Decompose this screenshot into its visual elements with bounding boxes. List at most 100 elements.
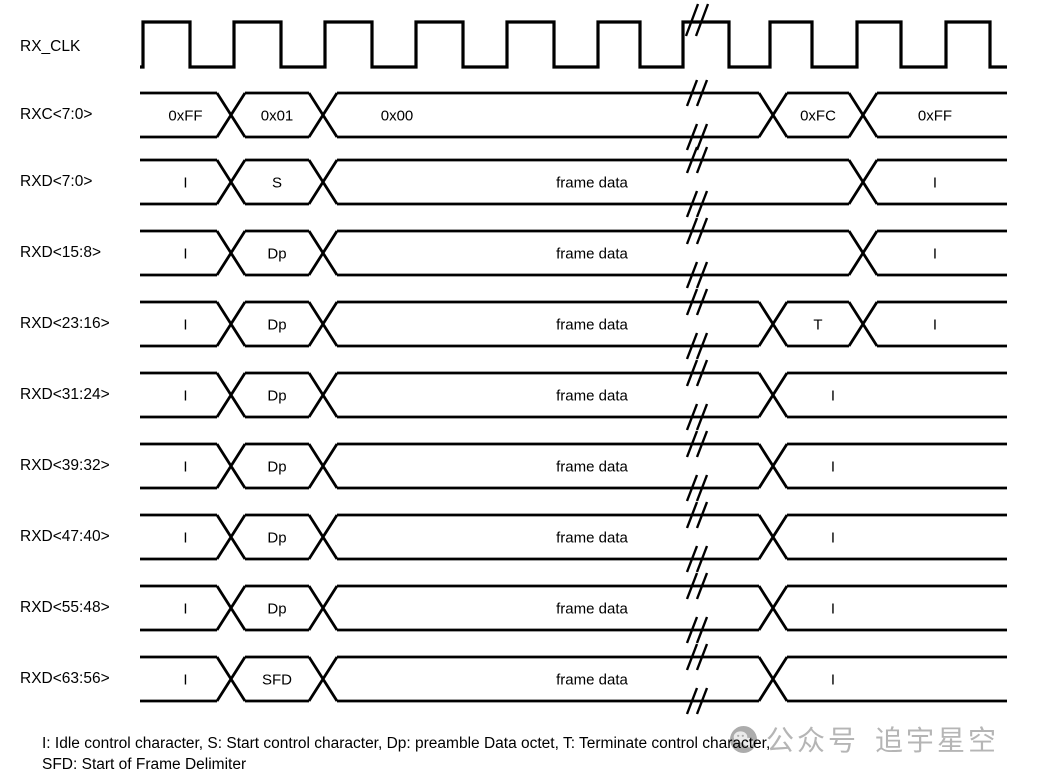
bus-waveform: [140, 584, 1007, 632]
bus-segment-label: Dp: [267, 317, 286, 334]
bus-segment-label: I: [183, 246, 187, 263]
bus-segment-label: I: [183, 175, 187, 192]
signal-label-rxd-63-56-: RXD<63:56>: [20, 670, 110, 687]
break-mark: [694, 3, 710, 37]
bus-segment-label: I: [183, 317, 187, 334]
bus-segment-label: 0xFC: [800, 108, 836, 125]
break-mark: [685, 288, 699, 316]
break-mark: [695, 217, 709, 245]
break-mark: [685, 545, 699, 573]
bus-segment-label: frame data: [556, 459, 628, 476]
break-mark: [685, 79, 699, 107]
break-mark: [685, 403, 699, 431]
break-mark: [685, 217, 699, 245]
break-mark: [685, 146, 699, 174]
bus-segment-label: frame data: [556, 175, 628, 192]
bus-segment-label: SFD: [262, 672, 292, 689]
break-mark: [695, 332, 709, 360]
break-mark: [685, 123, 699, 151]
break-mark: [695, 288, 709, 316]
bus-segment-label: I: [183, 530, 187, 547]
legend-line-1: I: Idle control character, S: Start cont…: [42, 735, 771, 752]
bus-segment-label: 0x00: [381, 108, 414, 125]
break-mark: [684, 3, 700, 37]
break-mark: [695, 572, 709, 600]
break-mark: [685, 501, 699, 529]
bus-segment-label: I: [183, 672, 187, 689]
break-mark: [685, 572, 699, 600]
signal-label-rxc-7-0-: RXC<7:0>: [20, 106, 93, 123]
break-mark: [685, 687, 699, 715]
bus-waveform: [140, 229, 1007, 277]
break-mark: [695, 545, 709, 573]
break-mark: [685, 643, 699, 671]
bus-segment-label: 0x01: [261, 108, 294, 125]
break-mark: [695, 190, 709, 218]
break-mark: [695, 501, 709, 529]
bus-segment-label: 0xFF: [168, 108, 202, 125]
signal-label-rxd-23-16-: RXD<23:16>: [20, 315, 110, 332]
bus-segment-label: 0xFF: [918, 108, 952, 125]
bus-segment-label: I: [831, 388, 835, 405]
bus-segment-label: I: [933, 175, 937, 192]
bus-segment-label: frame data: [556, 246, 628, 263]
bus-segment-label: I: [183, 459, 187, 476]
break-mark: [695, 430, 709, 458]
watermark-label: 公众号: [766, 725, 860, 756]
bus-segment-label: Dp: [267, 459, 286, 476]
bus-segment-label: S: [272, 175, 282, 192]
bus-waveform: [140, 300, 1007, 348]
break-mark: [685, 190, 699, 218]
bus-waveform: [140, 513, 1007, 561]
bus-waveform: [140, 371, 1007, 419]
bus-segment-label: frame data: [556, 530, 628, 547]
bus-segment-label: I: [831, 601, 835, 618]
break-mark: [695, 146, 709, 174]
break-mark: [695, 359, 709, 387]
break-mark: [695, 687, 709, 715]
break-mark: [695, 123, 709, 151]
bus-segment-label: I: [933, 246, 937, 263]
bus-waveform: [140, 442, 1007, 490]
bus-segment-label: Dp: [267, 530, 286, 547]
break-mark: [685, 616, 699, 644]
bus-segment-label: I: [933, 317, 937, 334]
legend-line-2: SFD: Start of Frame Delimiter: [42, 756, 247, 773]
watermark: 公众号 追宇星空: [729, 719, 999, 759]
break-mark: [685, 261, 699, 289]
break-mark: [695, 474, 709, 502]
bus-segment-label: frame data: [556, 672, 628, 689]
bus-segment-label: T: [813, 317, 822, 334]
bus-segment-label: Dp: [267, 246, 286, 263]
bus-segment-label: Dp: [267, 388, 286, 405]
break-mark: [695, 261, 709, 289]
bus-segment-label: Dp: [267, 601, 286, 618]
bus-segment-label: frame data: [556, 388, 628, 405]
break-mark: [685, 474, 699, 502]
signal-label-rx-clk: RX_CLK: [20, 38, 81, 55]
bus-segment-label: I: [183, 388, 187, 405]
break-mark: [685, 332, 699, 360]
watermark-name: 追宇星空: [875, 725, 1000, 756]
bus-segment-label: I: [183, 601, 187, 618]
break-mark: [695, 79, 709, 107]
break-mark: [695, 403, 709, 431]
signal-label-rxd-39-32-: RXD<39:32>: [20, 457, 110, 474]
break-mark: [695, 643, 709, 671]
bus-segment-label: I: [831, 459, 835, 476]
break-mark: [685, 430, 699, 458]
signal-label-rxd-7-0-: RXD<7:0>: [20, 173, 93, 190]
clock-waveform: [140, 20, 1007, 69]
signal-label-rxd-31-24-: RXD<31:24>: [20, 386, 110, 403]
break-mark: [685, 359, 699, 387]
legend: I: Idle control character, S: Start cont…: [42, 733, 770, 775]
bus-segment-label: frame data: [556, 317, 628, 334]
bus-segment-label: frame data: [556, 601, 628, 618]
bus-waveform: [140, 158, 1007, 206]
bus-waveform: [140, 91, 1007, 139]
bus-segment-label: I: [831, 530, 835, 547]
signal-label-rxd-15-8-: RXD<15:8>: [20, 244, 101, 261]
bus-waveform: [140, 655, 1007, 703]
